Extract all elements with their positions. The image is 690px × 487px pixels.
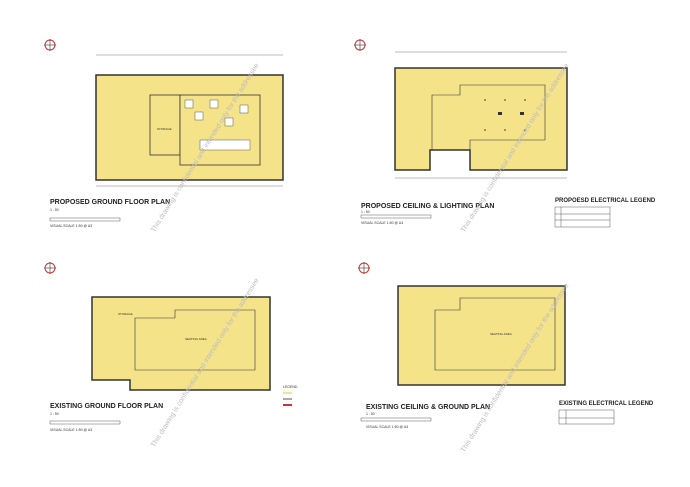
sheet-title: EXISTING CEILING & GROUND PLAN [366,404,491,411]
scale-bar [49,214,432,425]
sheet-title: PROPOSED CEILING & LIGHTING PLAN [361,203,495,210]
room-label: SEATING AREA [185,337,207,341]
room-label: STORAGE [118,312,133,316]
north-arrow-icon [44,39,56,51]
visual-scale: VISUAL SCALE 1:50 @ A3 [366,425,409,429]
north-arrow-icon [358,262,370,274]
proposed-ground-floor-plan: STORAGE [95,54,284,187]
proposed-ceiling-plan [394,51,568,179]
visual-scale: VISUAL SCALE 1:50 @ A3 [50,224,93,228]
visual-scale: VISUAL SCALE 1:50 @ A3 [50,428,93,432]
north-arrow-icon [44,262,56,274]
sheet-scale: 1 : 50 [361,210,370,214]
floor-legend-title: LEGEND [283,385,298,389]
existing-ground-floor-plan: STORAGE SEATING AREA [91,296,292,406]
visual-scale: VISUAL SCALE 1:50 @ A3 [361,221,404,225]
north-arrow-icon [354,39,366,51]
sheet-title: PROPOSED GROUND FLOOR PLAN [50,199,171,206]
legend-table [554,206,615,425]
existing-ceiling-plan: SEATING AREA [397,285,566,386]
room-label: STORAGE [157,127,172,131]
proposed-electrical-legend-title: PROPOESD ELECTRICAL LEGEND [555,198,656,204]
sheet-title: EXISTING GROUND FLOOR PLAN [50,403,164,410]
sheet-scale: 1 : 50 [50,412,59,416]
room-label: SEATING AREA [490,332,512,336]
existing-electrical-legend-title: EXISTING ELECTRICAL LEGEND [559,401,654,407]
sheet-scale: 1 : 50 [366,412,375,416]
sheet-scale: 1 : 50 [50,208,59,212]
